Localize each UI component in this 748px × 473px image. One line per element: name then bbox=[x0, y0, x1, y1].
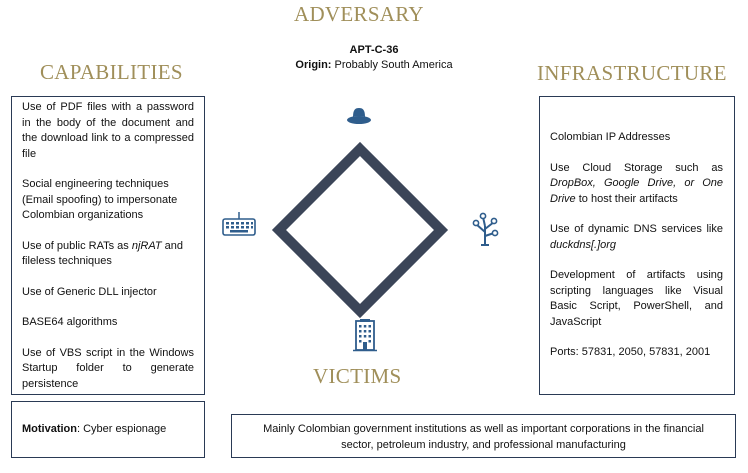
capability-item-post: and fileless techniques bbox=[22, 239, 184, 268]
capability-item: Use of VBS script in the Windows Startup… bbox=[22, 346, 194, 390]
infrastructure-item-pre: Use Cloud Storage such as bbox=[550, 161, 723, 174]
infrastructure-item: Development of artifacts using scripting… bbox=[550, 269, 723, 328]
adversary-origin: Origin: Probably South America bbox=[0, 59, 748, 71]
keyboard-icon bbox=[222, 212, 256, 236]
victims-description: Mainly Colombian government institutions… bbox=[263, 423, 704, 451]
adversary-heading: ADVERSARY bbox=[294, 2, 424, 26]
motivation-value: : Cyber espionage bbox=[77, 423, 167, 435]
infrastructure-item: Colombian IP Addresses bbox=[550, 131, 671, 143]
adversary-group-name: APT-C-36 bbox=[349, 44, 399, 56]
hat-icon bbox=[347, 108, 371, 124]
victims-heading: VICTIMS bbox=[313, 364, 402, 388]
origin-value: Probably South America bbox=[334, 59, 453, 71]
infrastructure-item-post: to host their artifacts bbox=[575, 192, 678, 205]
capabilities-box: Use of PDF files with a password in the … bbox=[11, 96, 205, 395]
infrastructure-item-pre: Use of dynamic DNS services like bbox=[550, 223, 723, 235]
capability-item: BASE64 algorithms bbox=[22, 316, 118, 328]
diamond-shape bbox=[271, 141, 449, 319]
victims-box: Mainly Colombian government institutions… bbox=[231, 414, 736, 458]
infrastructure-box: Colombian IP Addresses Use Cloud Storage… bbox=[539, 96, 735, 395]
capability-item: Use of Generic DLL injector bbox=[22, 285, 157, 298]
network-tree-icon bbox=[472, 212, 499, 246]
infrastructure-item: Use Cloud Storage such as DropBox, Googl… bbox=[550, 161, 723, 208]
capability-item: Use of public RATs as njRAT and fileless… bbox=[22, 239, 194, 270]
infrastructure-heading: INFRASTRUCTURE bbox=[537, 61, 727, 85]
capability-item-em: njRAT bbox=[131, 239, 162, 252]
motivation-label: Motivation bbox=[22, 423, 77, 435]
capability-item-pre: Use of public RATs as bbox=[22, 239, 132, 252]
infrastructure-item-em: duckdns[.]org bbox=[550, 238, 617, 251]
capability-item: Use of PDF files with a password in the … bbox=[22, 101, 194, 160]
origin-label: Origin: bbox=[295, 59, 332, 71]
infrastructure-item-em: DropBox, Google Drive, or One Drive bbox=[550, 177, 723, 205]
infrastructure-item: Use of dynamic DNS services like duckdns… bbox=[550, 222, 723, 253]
motivation-box: Motivation: Cyber espionage bbox=[11, 401, 205, 458]
building-icon bbox=[353, 319, 377, 352]
infrastructure-item: Ports: 57831, 2050, 57831, 2001 bbox=[550, 346, 711, 358]
capability-item: Social engineering techniques (Email spo… bbox=[22, 178, 178, 221]
capabilities-heading: CAPABILITIES bbox=[40, 60, 183, 84]
